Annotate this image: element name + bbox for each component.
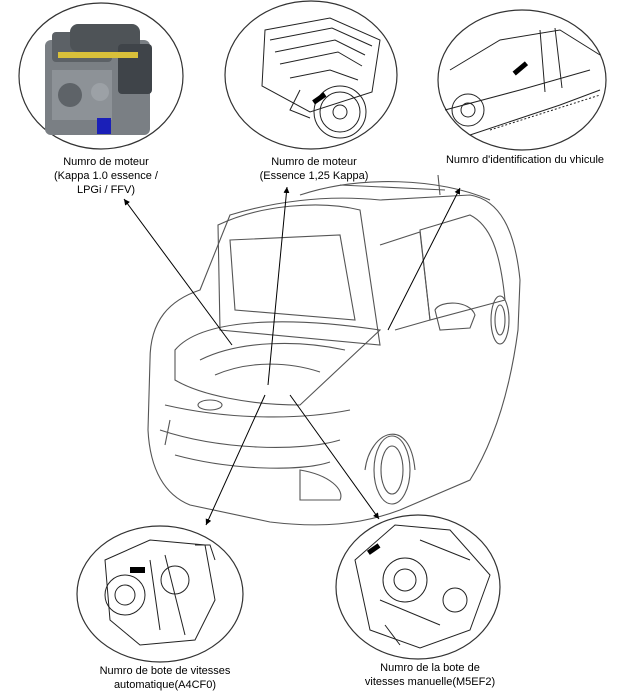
label-auto-transmission: Numro de bote de vitesses automatique(A4… — [99, 665, 231, 691]
manual-transmission-detail — [335, 514, 501, 660]
arrow-auto-transmission — [205, 394, 266, 526]
engine-kappa10-detail — [18, 2, 184, 150]
arrow-manual-transmission — [289, 394, 380, 520]
leader-lines — [123, 186, 461, 526]
auto-transmission-drawing — [104, 539, 216, 646]
arrow-vin — [387, 187, 461, 331]
arrow-engine-kappa125 — [267, 186, 290, 386]
engine-number-marker — [312, 92, 327, 105]
manual-transmission-drawing — [354, 524, 491, 649]
engine-kappa125-drawing — [261, 17, 381, 139]
manual-transmission-marker — [366, 543, 381, 555]
engine-kappa125-detail — [224, 0, 398, 150]
auto-transmission-detail — [76, 525, 244, 663]
label-engine-kappa10: Numro de moteur (Kappa 1.0 essence / LPG… — [54, 156, 158, 196]
car-illustration — [147, 174, 521, 526]
vin-marker — [512, 61, 529, 76]
label-manual-transmission: Numro de la bote de vitesses manuelle(M5… — [364, 662, 496, 688]
engine-kappa10-image — [45, 24, 152, 135]
vin-floor-drawing — [444, 27, 601, 136]
auto-transmission-marker — [130, 567, 145, 573]
vin-detail — [437, 9, 607, 151]
arrow-engine-kappa10 — [123, 198, 233, 346]
label-vin: Numro d'identification du vhicule — [445, 154, 605, 166]
label-engine-kappa125: Numro de moteur (Essence 1,25 Kappa) — [259, 156, 369, 182]
